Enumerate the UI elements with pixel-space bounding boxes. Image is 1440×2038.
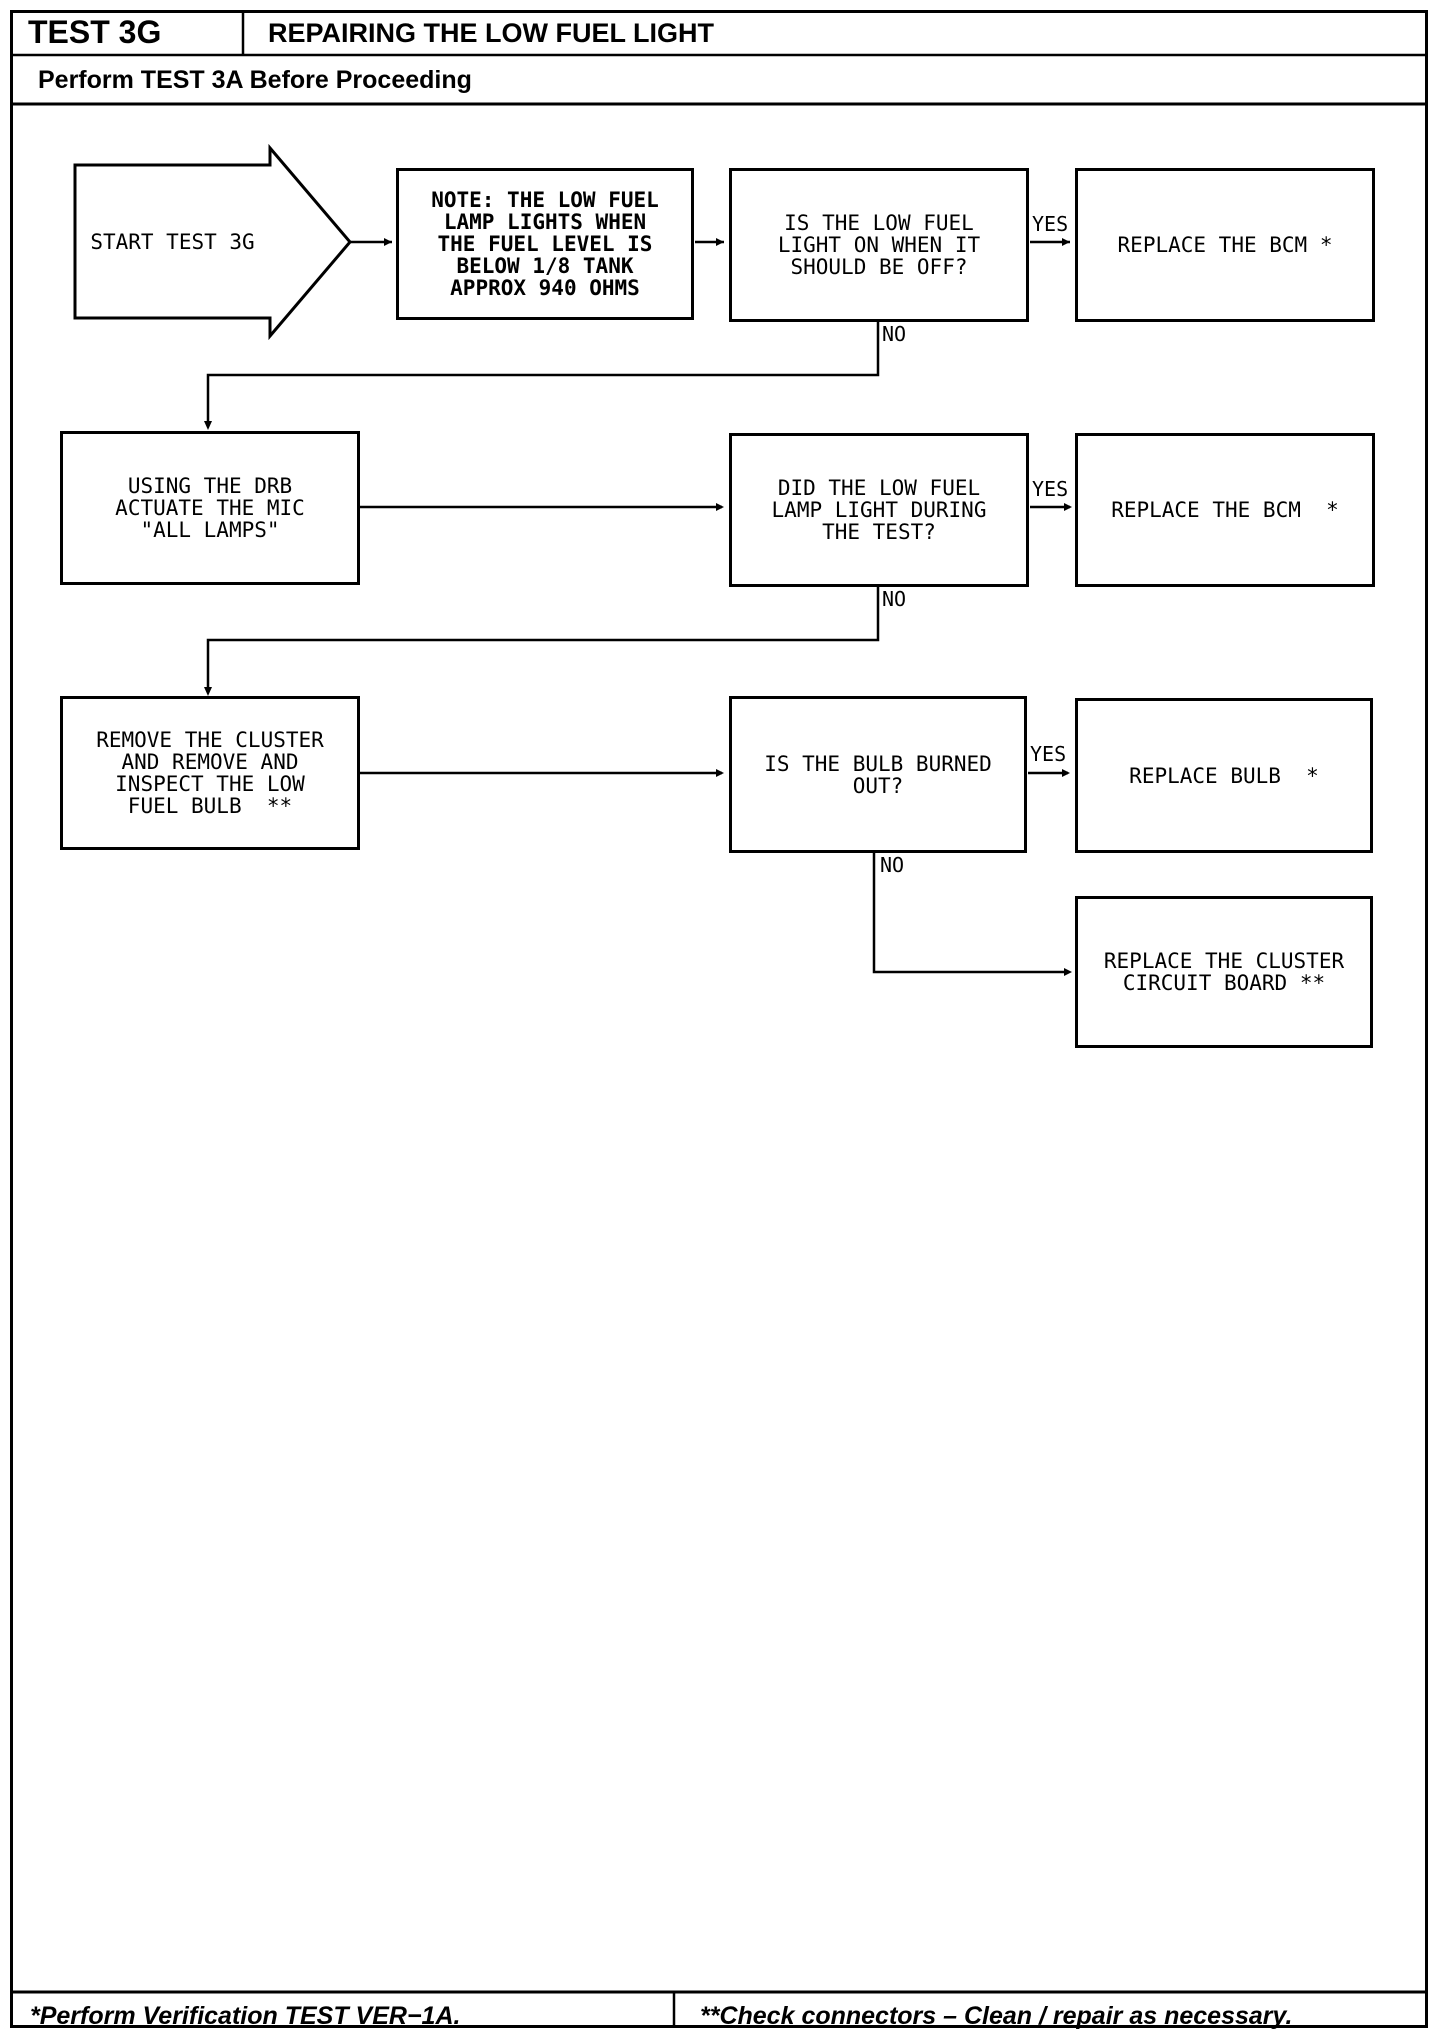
yes-label-2: YES: [1032, 477, 1069, 501]
no-label-2: NO: [882, 587, 907, 611]
result-box-4: REPLACE THE CLUSTER CIRCUIT BOARD **: [1075, 896, 1373, 1048]
note-box: NOTE: THE LOW FUEL LAMP LIGHTS WHEN THE …: [396, 168, 694, 320]
footer-note-left: *Perform Verification TEST VER−1A.: [30, 2002, 461, 2030]
page-frame: [10, 10, 1428, 2028]
no-label-1: NO: [882, 322, 907, 346]
question-box-2: DID THE LOW FUEL LAMP LIGHT DURING THE T…: [729, 433, 1029, 587]
question-box-1: IS THE LOW FUEL LIGHT ON WHEN IT SHOULD …: [729, 168, 1029, 322]
yes-label-1: YES: [1032, 212, 1069, 236]
result-box-3: REPLACE BULB *: [1075, 698, 1373, 853]
page-subtitle: Perform TEST 3A Before Proceeding: [38, 66, 472, 94]
no-label-3: NO: [880, 853, 905, 877]
result-box-2: REPLACE THE BCM *: [1075, 433, 1375, 587]
step-box-2: USING THE DRB ACTUATE THE MIC "ALL LAMPS…: [60, 431, 360, 585]
test-id: TEST 3G: [28, 14, 162, 50]
start-label: START TEST 3G: [90, 229, 255, 254]
page-title: REPAIRING THE LOW FUEL LIGHT: [268, 18, 714, 48]
start-arrow-shape: [73, 143, 352, 341]
yes-label-3: YES: [1030, 742, 1067, 766]
step-box-3: REMOVE THE CLUSTER AND REMOVE AND INSPEC…: [60, 696, 360, 850]
question-box-3: IS THE BULB BURNED OUT?: [729, 696, 1027, 853]
footer-note-right: **Check connectors – Clean / repair as n…: [700, 2002, 1293, 2030]
result-box-1: REPLACE THE BCM *: [1075, 168, 1375, 322]
